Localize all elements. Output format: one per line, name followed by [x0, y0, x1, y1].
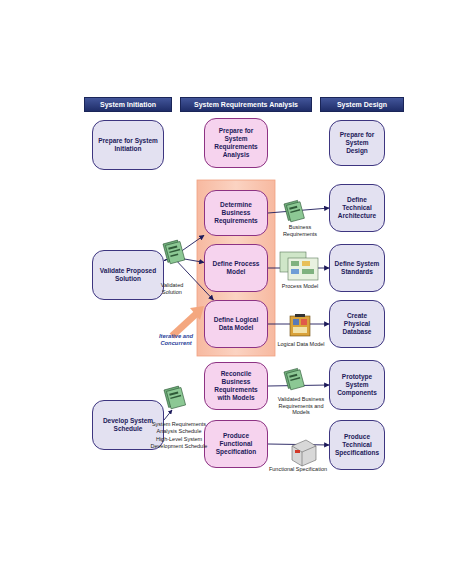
node-text: Define Process Model [209, 260, 263, 276]
output-label: Process Model [280, 283, 320, 290]
process-box: Prepare for System Design [329, 120, 385, 166]
flow-arrow [268, 324, 329, 325]
output-label: System Requirements Analysis Schedule [150, 421, 208, 434]
output-label: Functional Specification [266, 466, 330, 473]
process-box: Determine Business Requirements [204, 190, 268, 236]
output-label: Validated Solution [156, 282, 188, 295]
iteration-arrow [172, 314, 196, 336]
flow-arrow [268, 208, 329, 213]
process-box: Reconcile Business Requirements with Mod… [204, 362, 268, 410]
document-icon [163, 240, 185, 265]
iteration-arrow-head [190, 306, 204, 320]
process-box: Produce Functional Specification [204, 420, 268, 468]
process-box: Define Process Model [204, 244, 268, 292]
process-box: Define Logical Data Model [204, 300, 268, 348]
flow-arrow [164, 235, 204, 260]
node-text: Prototype System Components [334, 373, 380, 396]
process-box: Prepare for System Requirements Analysis [204, 118, 268, 168]
node-text: Prepare for System Design [334, 131, 380, 154]
node-text: System Design [337, 101, 387, 108]
node-text: System Requirements Analysis [194, 101, 298, 108]
node-text: Prepare for System Initiation [97, 137, 159, 153]
flow-arrow [164, 257, 204, 262]
process-box: Validate Proposed Solution [92, 250, 164, 300]
process-box: Create Physical Database [329, 300, 385, 348]
flow-arrow [268, 385, 329, 386]
document-icon [284, 200, 304, 222]
flow-arrow [268, 444, 329, 445]
column-header: System Design [320, 97, 404, 112]
document-icon [284, 368, 304, 390]
node-text: Reconcile Business Requirements with Mod… [209, 370, 263, 401]
binder-icon [292, 440, 316, 466]
output-label: Validated Business Requirements and Mode… [270, 396, 332, 416]
node-text: Validate Proposed Solution [97, 267, 159, 283]
process-box: Prototype System Components [329, 360, 385, 410]
column-header: System Requirements Analysis [180, 97, 312, 112]
node-text: System Initiation [100, 101, 156, 108]
node-text: Define Technical Architecture [334, 196, 380, 219]
output-label: Logical Data Model [274, 341, 328, 348]
iteration-band [197, 180, 275, 356]
database-icon [290, 314, 310, 336]
node-text: Develop System Schedule [97, 417, 159, 433]
process-box: Define Technical Architecture [329, 184, 385, 232]
node-text: Produce Technical Specifications [334, 433, 380, 456]
node-text: Prepare for System Requirements Analysis [209, 127, 263, 158]
node-text: Create Physical Database [334, 312, 380, 335]
model-icon [280, 252, 318, 280]
node-text: Determine Business Requirements [209, 201, 263, 224]
column-header: System Initiation [84, 97, 172, 112]
leader-line [164, 410, 172, 420]
process-box: Define System Standards [329, 244, 385, 292]
flow-arrow [164, 257, 213, 300]
flow-arrow [268, 268, 329, 269]
process-box: Prepare for System Initiation [92, 120, 164, 170]
output-label: Business Requirements [278, 224, 322, 237]
output-label: High-Level System Development Schedule [148, 436, 210, 449]
output-label: Iterative and Concurrent [154, 333, 198, 347]
node-text: Produce Functional Specification [209, 432, 263, 455]
node-text: Define System Standards [334, 260, 380, 276]
node-text: Define Logical Data Model [209, 316, 263, 332]
document-icon [164, 386, 186, 410]
process-box: Produce Technical Specifications [329, 420, 385, 470]
